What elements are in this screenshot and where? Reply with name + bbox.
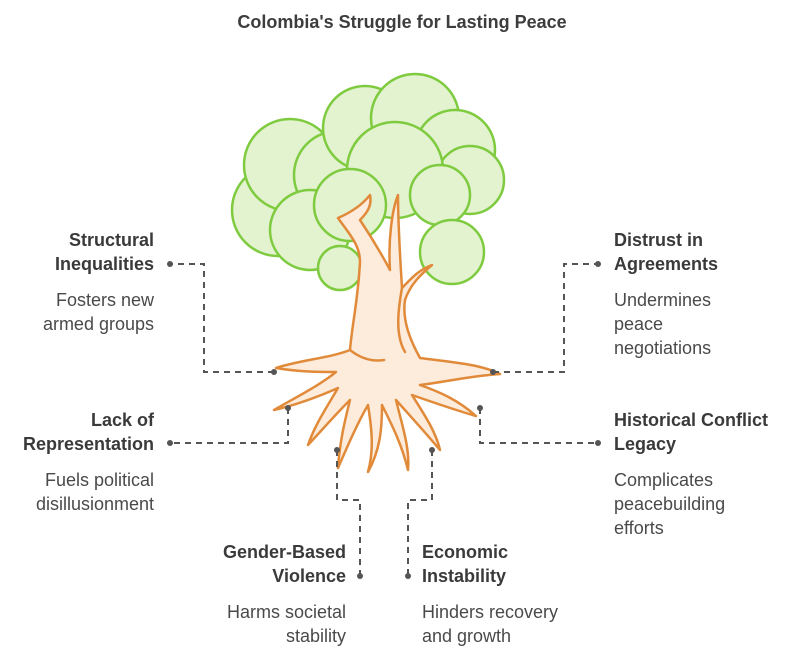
historical-conflict-legacy-title: Historical Conflict Legacy [614,410,769,454]
gender-based-violence-title: Gender-Based Violence [222,542,346,586]
structural-inequalities-title: Structural Inequalities [54,230,154,274]
diagram-title: Colombia's Struggle for Lasting Peace [237,12,567,32]
tree-foliage [230,72,506,292]
economic-instability-title: Economic Instability [422,542,509,586]
dot-historical-root [477,405,483,411]
connector-representation [172,408,289,444]
dot-gender-root [334,447,340,453]
connector-structural [172,263,274,373]
dot-structural [167,261,173,267]
connector-economic [407,450,433,576]
dot-distrust [595,261,601,267]
connector-distrust [493,263,596,373]
dot-economic [405,573,411,579]
connector-gender [336,450,361,576]
distrust-in-agreements-title: Distrust in Agreements [614,230,719,274]
tree-trunk [272,193,502,474]
economic-instability-desc: Hinders recovery and growth [422,602,559,646]
dot-structural-root [271,369,277,375]
historical-conflict-legacy-desc: Complicates peacebuilding efforts [614,470,726,538]
dot-historical [595,440,601,446]
dot-economic-root [429,447,435,453]
connector-historical [479,408,596,444]
structural-inequalities-desc: Fosters new armed groups [42,290,154,334]
dot-distrust-root [490,369,496,375]
dot-gender [357,573,363,579]
distrust-in-agreements-desc: Undermines peace negotiations [614,290,712,358]
lack-of-representation-title: Lack of Representation [22,410,154,454]
dot-representation [167,440,173,446]
lack-of-representation-desc: Fuels political disillusionment [35,470,154,514]
gender-based-violence-desc: Harms societal stability [226,602,346,646]
dot-representation-root [285,405,291,411]
